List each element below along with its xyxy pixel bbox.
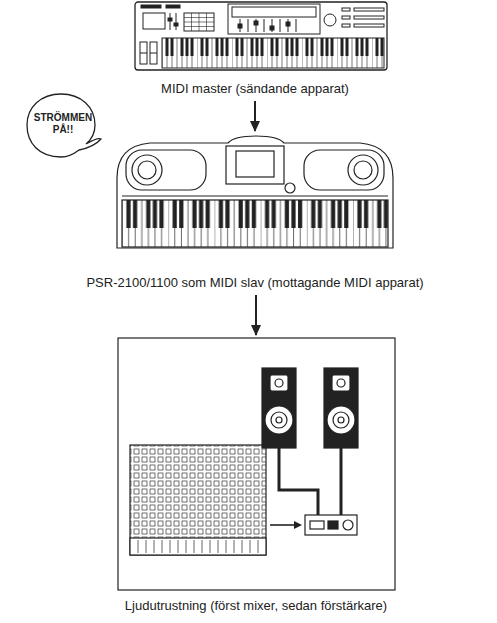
device-node: MIDI master (sändande apparat) (120, 0, 390, 100)
callout-text: STRÖMMEN PÅ!! (33, 112, 93, 136)
synth-illustration (135, 2, 387, 70)
speech-bubble: STRÖMMEN PÅ!! (24, 92, 102, 162)
signal-arrow (254, 101, 256, 131)
device-caption: MIDI master (sändande apparat) (161, 81, 349, 97)
signal-arrow (255, 295, 257, 335)
device-node: Ljudutrustning (först mixer, sedan först… (66, 336, 446, 616)
device-caption: Ljudutrustning (först mixer, sedan först… (125, 598, 387, 614)
device-node: PSR-2100/1100 som MIDI slav (mottagande … (55, 132, 455, 294)
sound-equipment-illustration (118, 338, 395, 590)
keyboard-illustration (117, 136, 393, 248)
device-caption: PSR-2100/1100 som MIDI slav (mottagande … (86, 275, 423, 291)
